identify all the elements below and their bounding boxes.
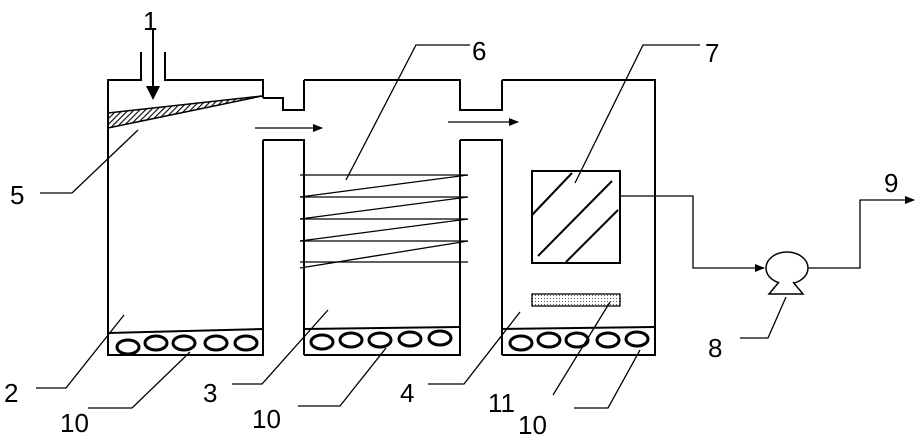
pump-icon	[765, 251, 809, 295]
label-10-tank-4: 10	[518, 410, 547, 440]
leader-lines	[36, 44, 787, 409]
inlet-arrow	[146, 30, 160, 100]
label-10-tank-2: 10	[60, 408, 89, 438]
aerator-rings-tank-4	[508, 330, 650, 352]
dotted-plate	[531, 293, 621, 307]
label-4: 4	[400, 378, 414, 408]
zigzag-coil	[299, 174, 469, 269]
label-9: 9	[884, 168, 898, 198]
label-8: 8	[708, 333, 722, 363]
hatched-wedge	[107, 95, 263, 129]
tank-3	[303, 79, 461, 356]
aerator-rings-tank-2	[115, 334, 259, 356]
label-5: 5	[10, 180, 24, 210]
aerator-rings-tank-3	[309, 329, 453, 351]
label-6: 6	[472, 36, 486, 66]
label-11: 11	[488, 388, 515, 418]
label-7: 7	[705, 38, 719, 68]
label-3: 3	[203, 378, 217, 408]
label-2: 2	[4, 378, 18, 408]
outlet-line	[620, 195, 915, 272]
tank-4	[501, 79, 656, 356]
label-10-tank-3: 10	[252, 404, 281, 434]
tank-2	[107, 52, 264, 356]
channel-3-4	[448, 80, 519, 355]
channel-2-3	[255, 80, 323, 355]
membrane-module	[531, 170, 621, 264]
label-1: 1	[143, 6, 157, 36]
